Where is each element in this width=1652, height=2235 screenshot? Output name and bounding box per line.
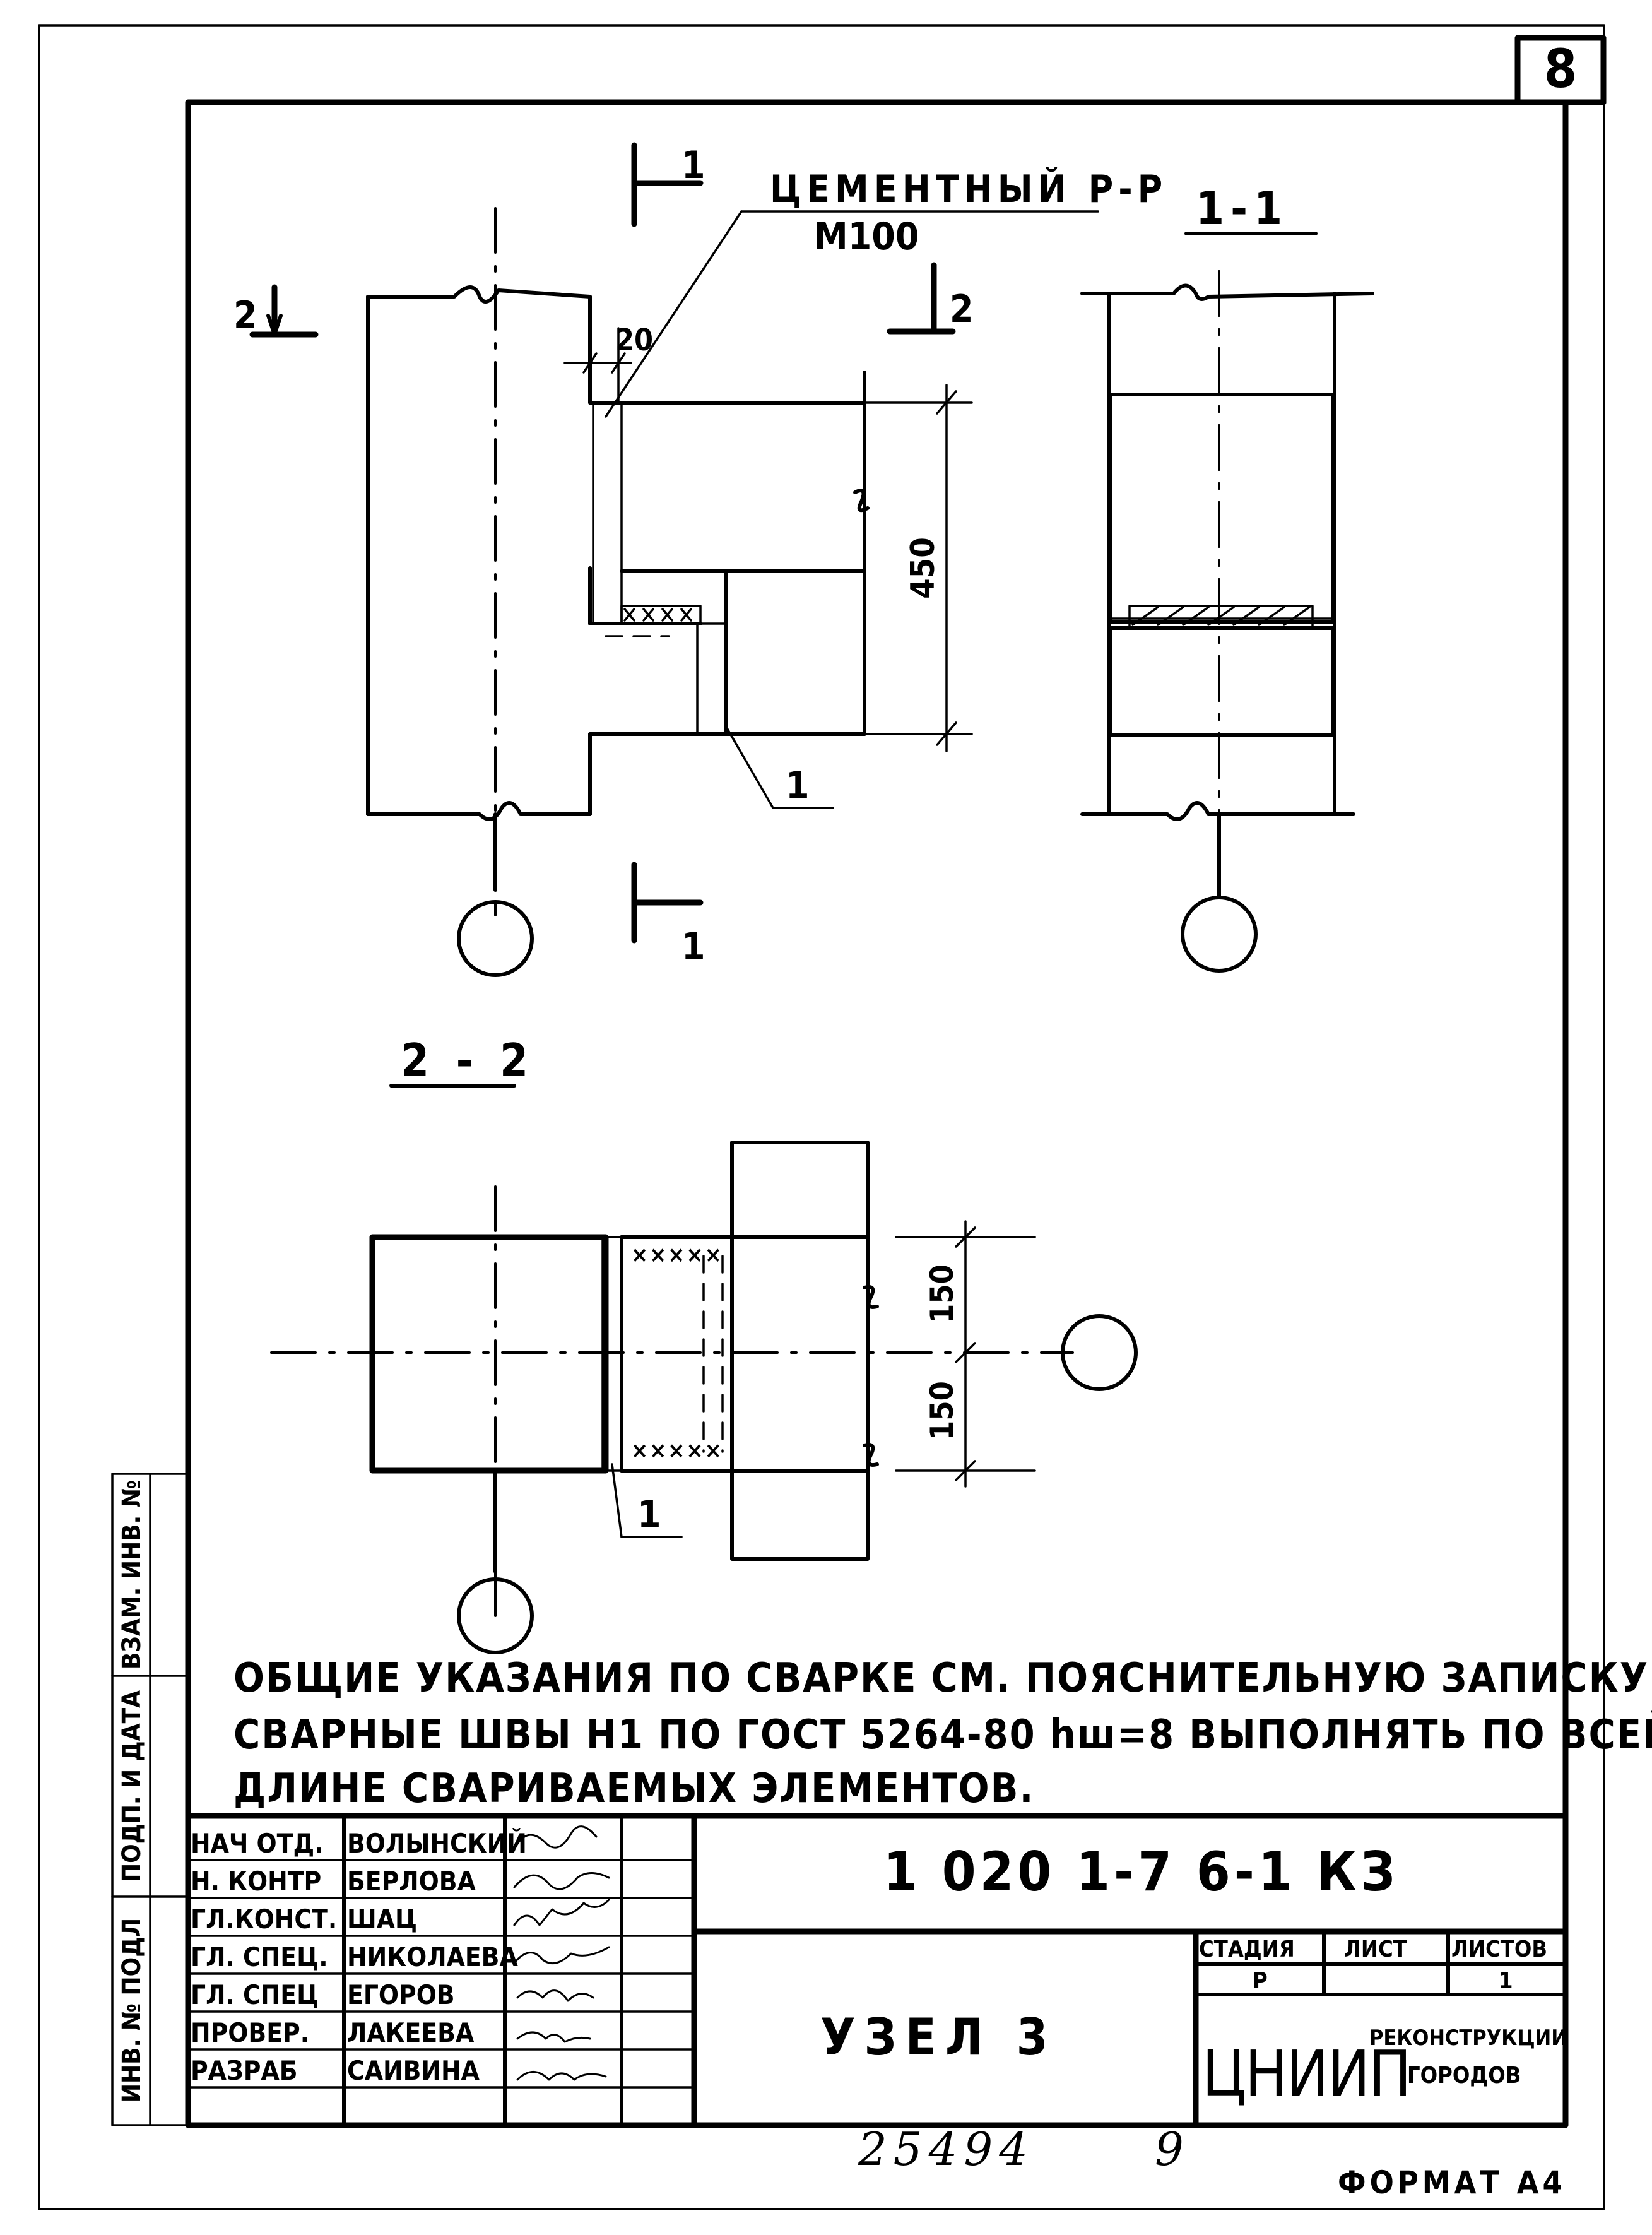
section-1-label-top: 1 [681,143,705,187]
section-1-label-bottom: 1 [681,925,705,969]
note-line-3: ДЛИНЕ СВАРИВАЕМЫХ ЭЛЕМЕНТОВ. [233,1765,1034,1812]
section-1-1-view [1080,270,1374,973]
dim-150-bottom: 150 [924,1381,960,1440]
note-line-1: ОБЩИЕ УКАЗАНИЯ ПО СВАРКЕ СМ. ПОЯСНИТЕЛЬН… [233,1655,1652,1702]
leader-1-label-a: 1 [786,764,810,808]
dim-20-label: 20 [615,323,653,358]
role-5: ПРОВЕР. [191,2017,309,2048]
sheet-number: 8 [1544,38,1578,100]
callout-cement-mortar: ЦЕМЕНТНЫЙ Р-Р [770,166,1167,211]
dim-450-label: 450 [904,537,942,599]
sheet-frame [38,24,1607,2210]
svg-text:×××××: ××××× [631,1242,723,1268]
leader-1-elevation [724,725,774,809]
sheets-value: 1 [1499,1968,1513,1994]
svg-text:×××××: ××××× [631,1438,723,1464]
document-code: 1 020 1-7 6-1 КЗ [883,1841,1399,1904]
dim-150-top: 150 [924,1264,960,1324]
handwritten-page: 9 [1155,2123,1190,2176]
side-stamp [111,1473,189,2126]
stage-value: Р [1253,1968,1268,1994]
section-cut-2 [249,262,956,338]
note-line-2: СВАРНЫЕ ШВЫ Н1 ПО ГОСТ 5264-80 hш=8 ВЫПО… [233,1710,1652,1758]
name-6: САИВИНА [347,2055,480,2086]
org-line-1: РЕКОНСТРУКЦИИ [1369,2025,1567,2051]
callout-grade: М100 [814,215,919,259]
signatures [513,1825,610,2081]
name-5: ЛАКЕЕВА [347,2017,475,2048]
section-2-label-right: 2 [950,287,974,331]
handwritten-number: 25494 [858,2123,1034,2176]
name-1: БЕРЛОВА [347,1866,476,1897]
org-logo: ЦНИИП [1202,2037,1410,2111]
role-3: ГЛ. СПЕЦ. [191,1942,328,1972]
main-elevation [366,207,870,977]
section-cut-1 [631,142,704,944]
name-0: ВОЛЫНСКИЙ [347,1827,527,1859]
org-line-2: ГОРОДОВ [1407,2063,1521,2089]
format-label: ФОРМАТ А4 [1338,2164,1566,2201]
sheet-header: ЛИСТ [1344,1936,1407,1962]
name-2: ШАЦ [347,1904,417,1935]
material-callout [605,210,1099,418]
sheets-header: ЛИСТОВ [1451,1936,1547,1962]
name-4: ЕГОРОВ [347,1979,455,2010]
side-stamp-original-inv: ИНВ. № ПОДЛ [117,1918,146,2102]
role-2: ГЛ.КОНСТ. [191,1904,337,1935]
role-1: Н. КОНТР [191,1866,321,1897]
dimension-450 [863,384,973,752]
role-6: РАЗРАБ [191,2055,298,2086]
role-4: ГЛ. СПЕЦ [191,1979,319,2010]
section-2-2-title: 2 - 2 [401,1034,534,1087]
dimension-20 [563,327,632,405]
title-block [185,1813,1569,2128]
role-0: НАЧ ОТД. [191,1828,323,1859]
leader-1-label-b: 1 [637,1493,661,1537]
stage-header: СТАДИЯ [1199,1936,1295,1962]
name-3: НИКОЛАЕВА [347,1942,518,1972]
section-2-label-left: 2 [233,293,257,338]
section-2-2-view: ××××× ××××× [270,1141,1138,1654]
side-stamp-sign-date: ПОДП. И ДАТА [117,1690,146,1882]
drawing-title: УЗЕЛ 3 [820,2008,1057,2066]
side-stamp-replacement-inv: ВЗАМ. ИНВ. № [117,1480,146,1669]
section-1-1-title: 1-1 [1196,182,1289,235]
